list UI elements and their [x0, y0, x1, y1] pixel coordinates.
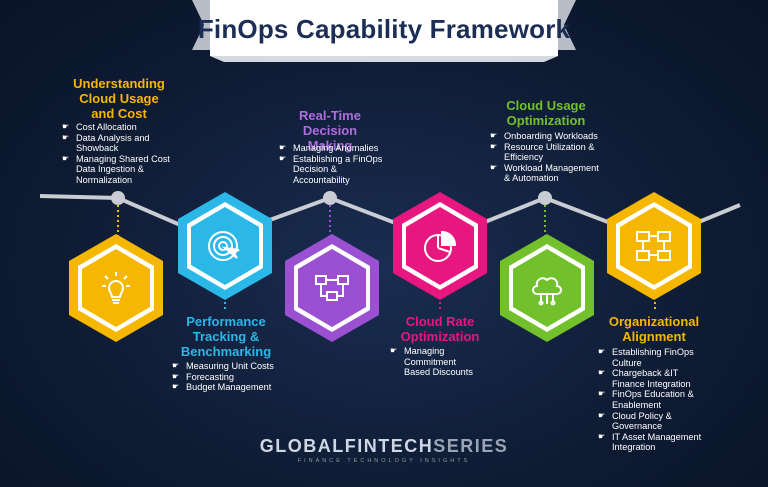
pointing-hand-icon: ☛	[598, 410, 606, 420]
junction-dot	[323, 191, 337, 205]
junction-dot	[538, 191, 552, 205]
page-title: FinOps Capability Framework	[197, 14, 571, 44]
brand-tagline: FINANCE TECHNOLOGY INSIGHTS	[297, 458, 471, 464]
title-banner: FinOps Capability Framework	[192, 0, 576, 62]
heading-understanding: Understanding Cloud Usage and Cost	[73, 76, 165, 121]
brand-name-main: GLOBALFINTECH	[259, 436, 434, 456]
pointing-hand-icon: ☛	[172, 361, 180, 370]
pointing-hand-icon: ☛	[279, 153, 287, 163]
heading-realtime: Real-Time Decision Making	[299, 108, 361, 153]
pointing-hand-icon: ☛	[598, 389, 606, 399]
list-org: ☛Establishing FinOps Culture ☛Chargeback…	[598, 347, 710, 453]
list-item: ☛Establishing a FinOps Decision & Accoun…	[279, 153, 383, 185]
pointing-hand-icon: ☛	[279, 143, 287, 152]
pointing-hand-icon: ☛	[490, 131, 498, 140]
list-item: ☛Chargeback &IT Finance Integration	[598, 368, 691, 389]
list-realtime: ☛Managing Anomalies ☛Establishing a FinO…	[279, 143, 385, 185]
brand-logo: GLOBALFINTECHSERIES FINANCE TECHNOLOGY I…	[0, 436, 768, 464]
hex-performance	[175, 190, 275, 302]
pointing-hand-icon: ☛	[172, 371, 180, 381]
hex-org	[604, 190, 704, 302]
list-item: ☛Data Analysis and Showback	[62, 132, 150, 154]
list-item: ☛Managing Anomalies	[279, 143, 379, 153]
list-rate: ☛Managing Commitment Based Discounts	[390, 346, 482, 378]
brand-name-accent: SERIES	[433, 436, 509, 456]
pointing-hand-icon: ☛	[598, 368, 606, 378]
pointing-hand-icon: ☛	[490, 141, 498, 151]
list-item: ☛IT Asset Management Integration	[598, 431, 702, 453]
flowchart-icon	[315, 275, 349, 301]
list-item: ☛Workload Management & Automation	[490, 162, 599, 184]
pointing-hand-icon: ☛	[490, 162, 498, 172]
list-item: ☛Cloud Policy & Governance	[598, 410, 672, 432]
pointing-hand-icon: ☛	[62, 122, 70, 131]
list-item: ☛FinOps Education & Enablement	[598, 389, 694, 410]
junction-dot	[111, 191, 125, 205]
list-item: ☛Budget Management	[172, 382, 272, 393]
hex-usage	[497, 232, 597, 344]
pointing-hand-icon: ☛	[598, 431, 606, 441]
org-chart-icon	[636, 231, 671, 261]
heading-performance: Performance Tracking & Benchmarking	[180, 314, 272, 359]
list-item: ☛Managing Commitment Based Discounts	[390, 346, 473, 378]
heading-usage: Cloud Usage Optimization	[506, 98, 586, 128]
pie-chart-icon	[424, 230, 457, 262]
network-cloud-icon	[532, 277, 562, 306]
hex-realtime	[282, 232, 382, 344]
list-performance: ☛Measuring Unit Costs ☛Forecasting ☛Budg…	[172, 361, 282, 393]
list-item: ☛Onboarding Workloads	[490, 131, 598, 141]
list-item: ☛Managing Shared Cost Data Ingestion & N…	[62, 153, 170, 185]
pointing-hand-icon: ☛	[62, 153, 70, 163]
list-item: ☛Cost Allocation	[62, 122, 137, 132]
pointing-hand-icon: ☛	[62, 132, 70, 142]
heading-rate: Cloud Rate Optimization	[400, 314, 480, 344]
heading-org: Organizational Alignment	[608, 314, 700, 344]
list-item: ☛Establishing FinOps Culture	[598, 347, 694, 368]
lightbulb-icon	[102, 272, 130, 304]
target-icon	[208, 231, 240, 261]
hex-rate	[390, 190, 490, 302]
pointing-hand-icon: ☛	[390, 346, 398, 355]
list-understanding: ☛Cost Allocation ☛Data Analysis and Show…	[62, 122, 174, 186]
list-usage: ☛Onboarding Workloads ☛Resource Utilizat…	[490, 131, 600, 184]
list-item: ☛Measuring Unit Costs	[172, 361, 274, 371]
pointing-hand-icon: ☛	[172, 382, 180, 392]
hex-understanding	[66, 232, 166, 344]
pointing-hand-icon: ☛	[598, 347, 606, 356]
list-item: ☛Resource Utilization & Efficiency	[490, 141, 595, 163]
list-item: ☛Forecasting	[172, 371, 235, 382]
